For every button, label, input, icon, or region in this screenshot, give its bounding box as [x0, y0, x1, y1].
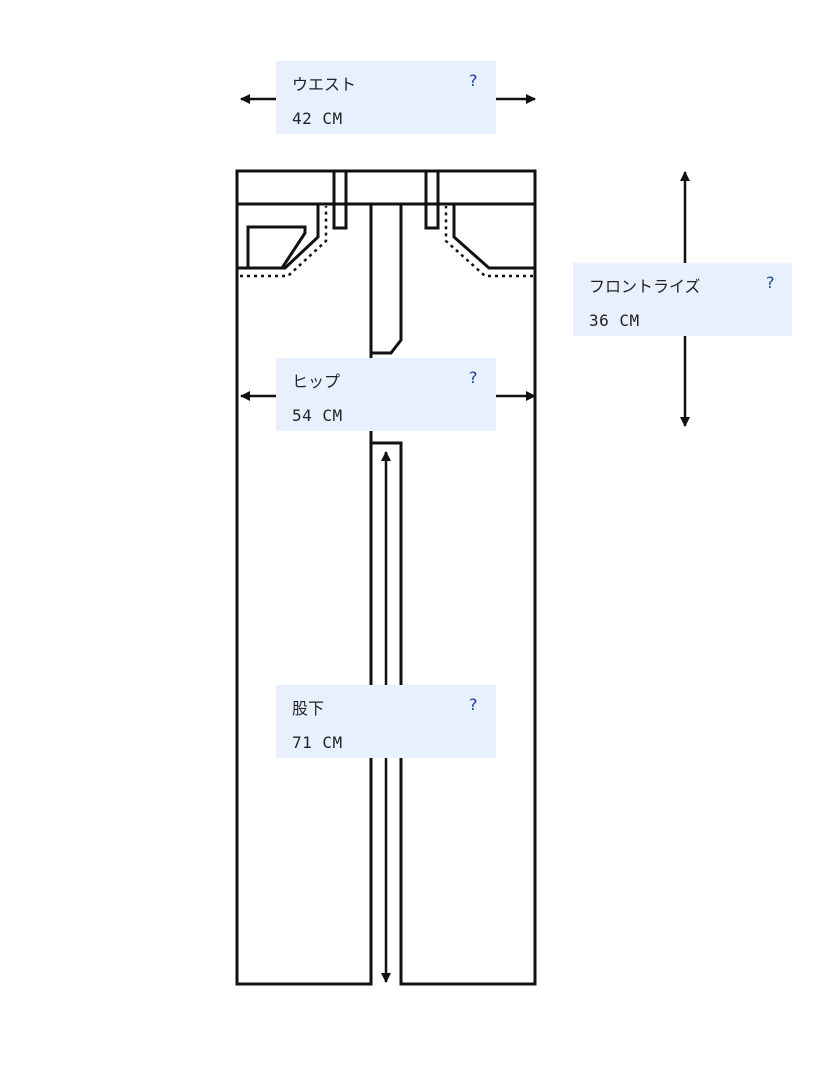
hip-value: 54 CM [292, 406, 343, 425]
hip-label: ヒップ [292, 372, 341, 391]
coin-pocket [246, 225, 307, 269]
inseam-value: 71 CM [292, 733, 343, 752]
waist-label: ウエスト [292, 75, 357, 94]
left-leg-outline [235, 204, 373, 986]
right-leg-outline [369, 204, 537, 986]
inseam-label: 股下 [292, 699, 325, 718]
left-pocket-stitch [240, 206, 328, 278]
rise-label: フロントライズ [589, 277, 701, 296]
question-mark-icon[interactable]: ? [469, 368, 478, 387]
question-mark-icon[interactable]: ? [469, 71, 478, 90]
left-pocket-opening [237, 204, 320, 270]
waist-value: 42 CM [292, 109, 343, 128]
right-pocket-opening [452, 204, 535, 270]
waistband [235, 169, 537, 206]
right-pocket-stitch [444, 206, 533, 278]
waist-measure-box: ウエスト ? 42 CM [276, 61, 496, 134]
rise-measure-box: フロントライズ ? 36 CM [573, 263, 792, 336]
belt-loop-left [332, 169, 348, 230]
inseam-measure-box: 股下 ? 71 CM [276, 685, 496, 758]
question-mark-icon[interactable]: ? [766, 273, 775, 292]
question-mark-icon[interactable]: ? [469, 695, 478, 714]
belt-loop-right [424, 169, 440, 230]
rise-value: 36 CM [589, 311, 640, 330]
hip-measure-box: ヒップ ? 54 CM [276, 358, 496, 431]
fly [369, 205, 403, 355]
